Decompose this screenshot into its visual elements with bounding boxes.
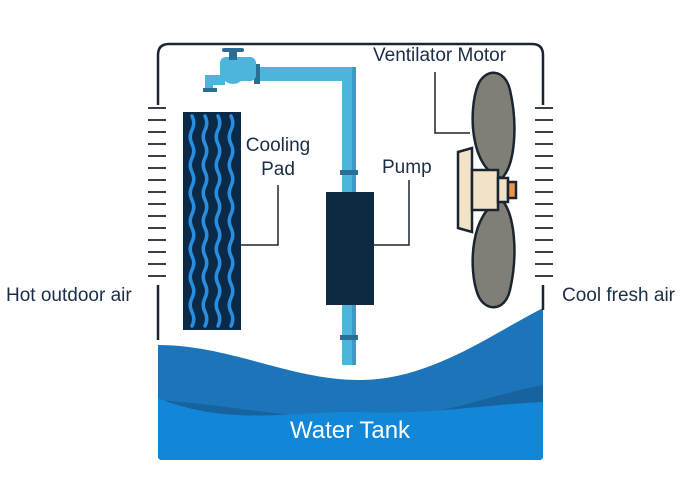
- hot-outdoor-air-label: Hot outdoor air: [6, 285, 132, 306]
- water-tank-label: Water Tank: [290, 417, 411, 444]
- cooling-pad-label-line1: Cooling: [245, 135, 311, 156]
- right-vent-louvers: [535, 107, 553, 277]
- left-vent-louvers: [148, 107, 166, 277]
- water-tank-wave-front: [158, 398, 543, 460]
- cool-fresh-air-label: Cool fresh air: [562, 285, 675, 306]
- cooling-pad-channel: [227, 114, 235, 328]
- pump: [326, 192, 374, 305]
- ventilator-fan-icon: [456, 71, 518, 309]
- leader-line-pump: [374, 180, 410, 246]
- cooling-pad: [183, 112, 241, 330]
- cooling-pad-channel: [214, 114, 222, 328]
- leader-line-ventilator-motor: [434, 72, 470, 134]
- cooling-pad-label-line2: Pad: [261, 159, 295, 180]
- faucet-icon: [203, 48, 256, 92]
- cooling-pad-channel: [188, 114, 196, 328]
- leader-line-cooling-pad: [241, 185, 279, 246]
- housing-outline: [156, 42, 545, 340]
- pump-label: Pump: [382, 157, 432, 178]
- ventilator-motor-label: Ventilator Motor: [373, 45, 507, 66]
- leader-lines: [241, 72, 470, 246]
- water-tank: [158, 308, 543, 460]
- cooling-pad-label: Cooling Pad: [238, 134, 318, 182]
- cooling-pad-channel: [201, 114, 209, 328]
